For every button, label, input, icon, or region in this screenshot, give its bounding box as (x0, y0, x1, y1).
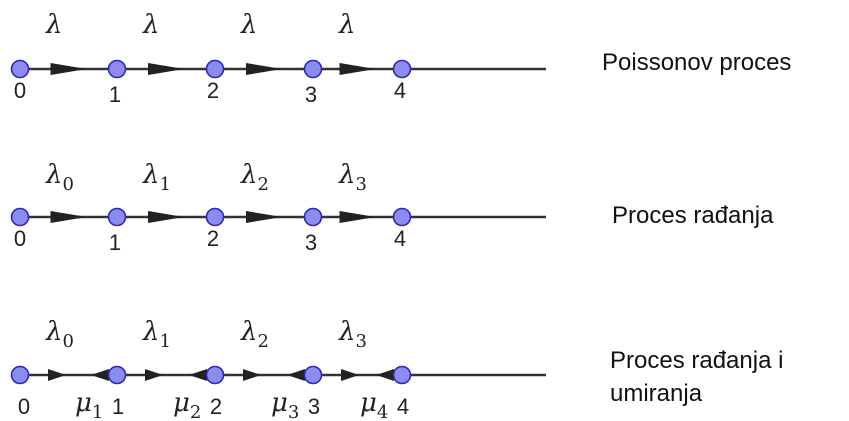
forward-arrow-icon (50, 63, 87, 75)
birth-rate-label-1-subscript: 1 (159, 331, 170, 352)
birth-rate-label-3: λ3 (338, 160, 367, 195)
state-node-4 (392, 59, 412, 79)
state-node-3 (303, 59, 323, 79)
birth-rate-label-3-symbol: λ (338, 160, 355, 190)
birth-rate-label-2-subscript: 2 (257, 331, 268, 352)
birth-rate-label-3: λ (338, 10, 355, 40)
death-rate-label-2-subscript: 2 (190, 402, 201, 421)
forward-arrow-icon (246, 63, 282, 75)
forward-arrow-icon (339, 211, 376, 223)
backward-arrow-icon (189, 369, 207, 381)
birth-rate-label-1-symbol: λ (142, 160, 159, 190)
death-rate-label-2: μ2 (173, 388, 201, 421)
birth-rate-label-2-symbol: λ (240, 160, 257, 190)
state-node-3 (303, 207, 323, 227)
forward-arrow-icon (246, 211, 282, 223)
state-node-0 (10, 207, 30, 227)
state-node-0 (10, 365, 30, 385)
process-title-line-0: Poissonov proces (602, 49, 791, 76)
birth-rate-label-2: λ (240, 10, 257, 40)
death-rate-label-3: μ3 (271, 388, 299, 421)
birth-rate-label-3-symbol: λ (338, 10, 355, 40)
birth-rate-label-2-subscript: 2 (257, 174, 268, 195)
birth-rate-label-1-subscript: 1 (159, 174, 170, 195)
death-rate-label-1-subscript: 1 (92, 402, 103, 421)
forward-arrow-icon (148, 63, 184, 75)
process-title-line-1: umiranja (610, 380, 703, 407)
birth-rate-label-1: λ (142, 10, 159, 40)
state-node-0 (10, 59, 30, 79)
forward-arrow-icon (48, 369, 66, 381)
state-label-2: 2 (207, 226, 219, 251)
backward-arrow-icon (287, 369, 305, 381)
forward-arrow-icon (148, 211, 184, 223)
birth-rate-label-0-subscript: 0 (62, 331, 73, 352)
state-node-3 (303, 365, 323, 385)
backward-arrow-icon (376, 369, 394, 381)
state-node-2 (205, 59, 225, 79)
state-label-2: 2 (210, 394, 222, 419)
death-rate-label-2-symbol: μ (173, 388, 190, 418)
forward-arrow-icon (341, 369, 359, 381)
state-node-1 (107, 207, 127, 227)
birth-rate-label-0: λ0 (45, 160, 74, 195)
state-label-1: 1 (109, 82, 121, 107)
state-label-2: 2 (207, 78, 219, 103)
birth-rate-label-1-symbol: λ (142, 317, 159, 347)
process-title-line-0: Proces rađanja i (610, 347, 783, 374)
forward-arrow-icon (243, 369, 261, 381)
birth-rate-label-1: λ1 (142, 160, 171, 195)
birth-rate-label-0-symbol: λ (45, 317, 62, 347)
state-node-1 (107, 365, 127, 385)
death-rate-label-3-subscript: 3 (288, 402, 299, 421)
birth-rate-label-0: λ (45, 10, 62, 40)
death-rate-label-4: μ4 (360, 388, 388, 421)
state-label-3: 3 (305, 230, 317, 255)
forward-arrow-icon (339, 63, 376, 75)
birth-rate-label-2: λ2 (240, 160, 269, 195)
birth-rate-label-0-symbol: λ (45, 160, 62, 190)
state-label-3: 3 (305, 82, 317, 107)
birth-rate-label-0: λ0 (45, 317, 74, 352)
state-node-2 (205, 365, 225, 385)
death-rate-label-4-symbol: μ (360, 388, 377, 418)
birth-rate-label-2: λ2 (240, 317, 269, 352)
state-label-1: 1 (112, 394, 124, 419)
state-label-4: 4 (394, 226, 406, 251)
birth-rate-label-0-symbol: λ (45, 10, 62, 40)
backward-arrow-icon (91, 369, 109, 381)
death-rate-label-3-symbol: μ (271, 388, 288, 418)
state-node-1 (107, 59, 127, 79)
birth-rate-label-3: λ3 (338, 317, 367, 352)
state-label-0: 0 (14, 78, 26, 103)
birth-rate-label-1: λ1 (142, 317, 171, 352)
forward-arrow-icon (145, 369, 163, 381)
state-label-4: 4 (394, 78, 406, 103)
birth-rate-label-0-subscript: 0 (62, 174, 73, 195)
state-label-0: 0 (14, 226, 26, 251)
death-rate-label-4-subscript: 4 (377, 402, 388, 421)
birth-rate-label-2-symbol: λ (240, 10, 257, 40)
birth-rate-label-3-symbol: λ (338, 317, 355, 347)
birth-rate-label-3-subscript: 3 (355, 331, 366, 352)
process-title-line-0: Proces rađanja (612, 202, 774, 229)
birth-rate-label-3-subscript: 3 (355, 174, 366, 195)
state-label-0: 0 (18, 394, 30, 419)
state-node-4 (392, 365, 412, 385)
state-label-1: 1 (109, 230, 121, 255)
death-rate-label-1-symbol: μ (75, 388, 92, 418)
state-node-2 (205, 207, 225, 227)
birth-rate-label-2-symbol: λ (240, 317, 257, 347)
birth-rate-label-1-symbol: λ (142, 10, 159, 40)
state-node-4 (392, 207, 412, 227)
death-rate-label-1: μ1 (75, 388, 103, 421)
forward-arrow-icon (50, 211, 87, 223)
state-label-4: 4 (397, 394, 409, 419)
state-label-3: 3 (308, 394, 320, 419)
